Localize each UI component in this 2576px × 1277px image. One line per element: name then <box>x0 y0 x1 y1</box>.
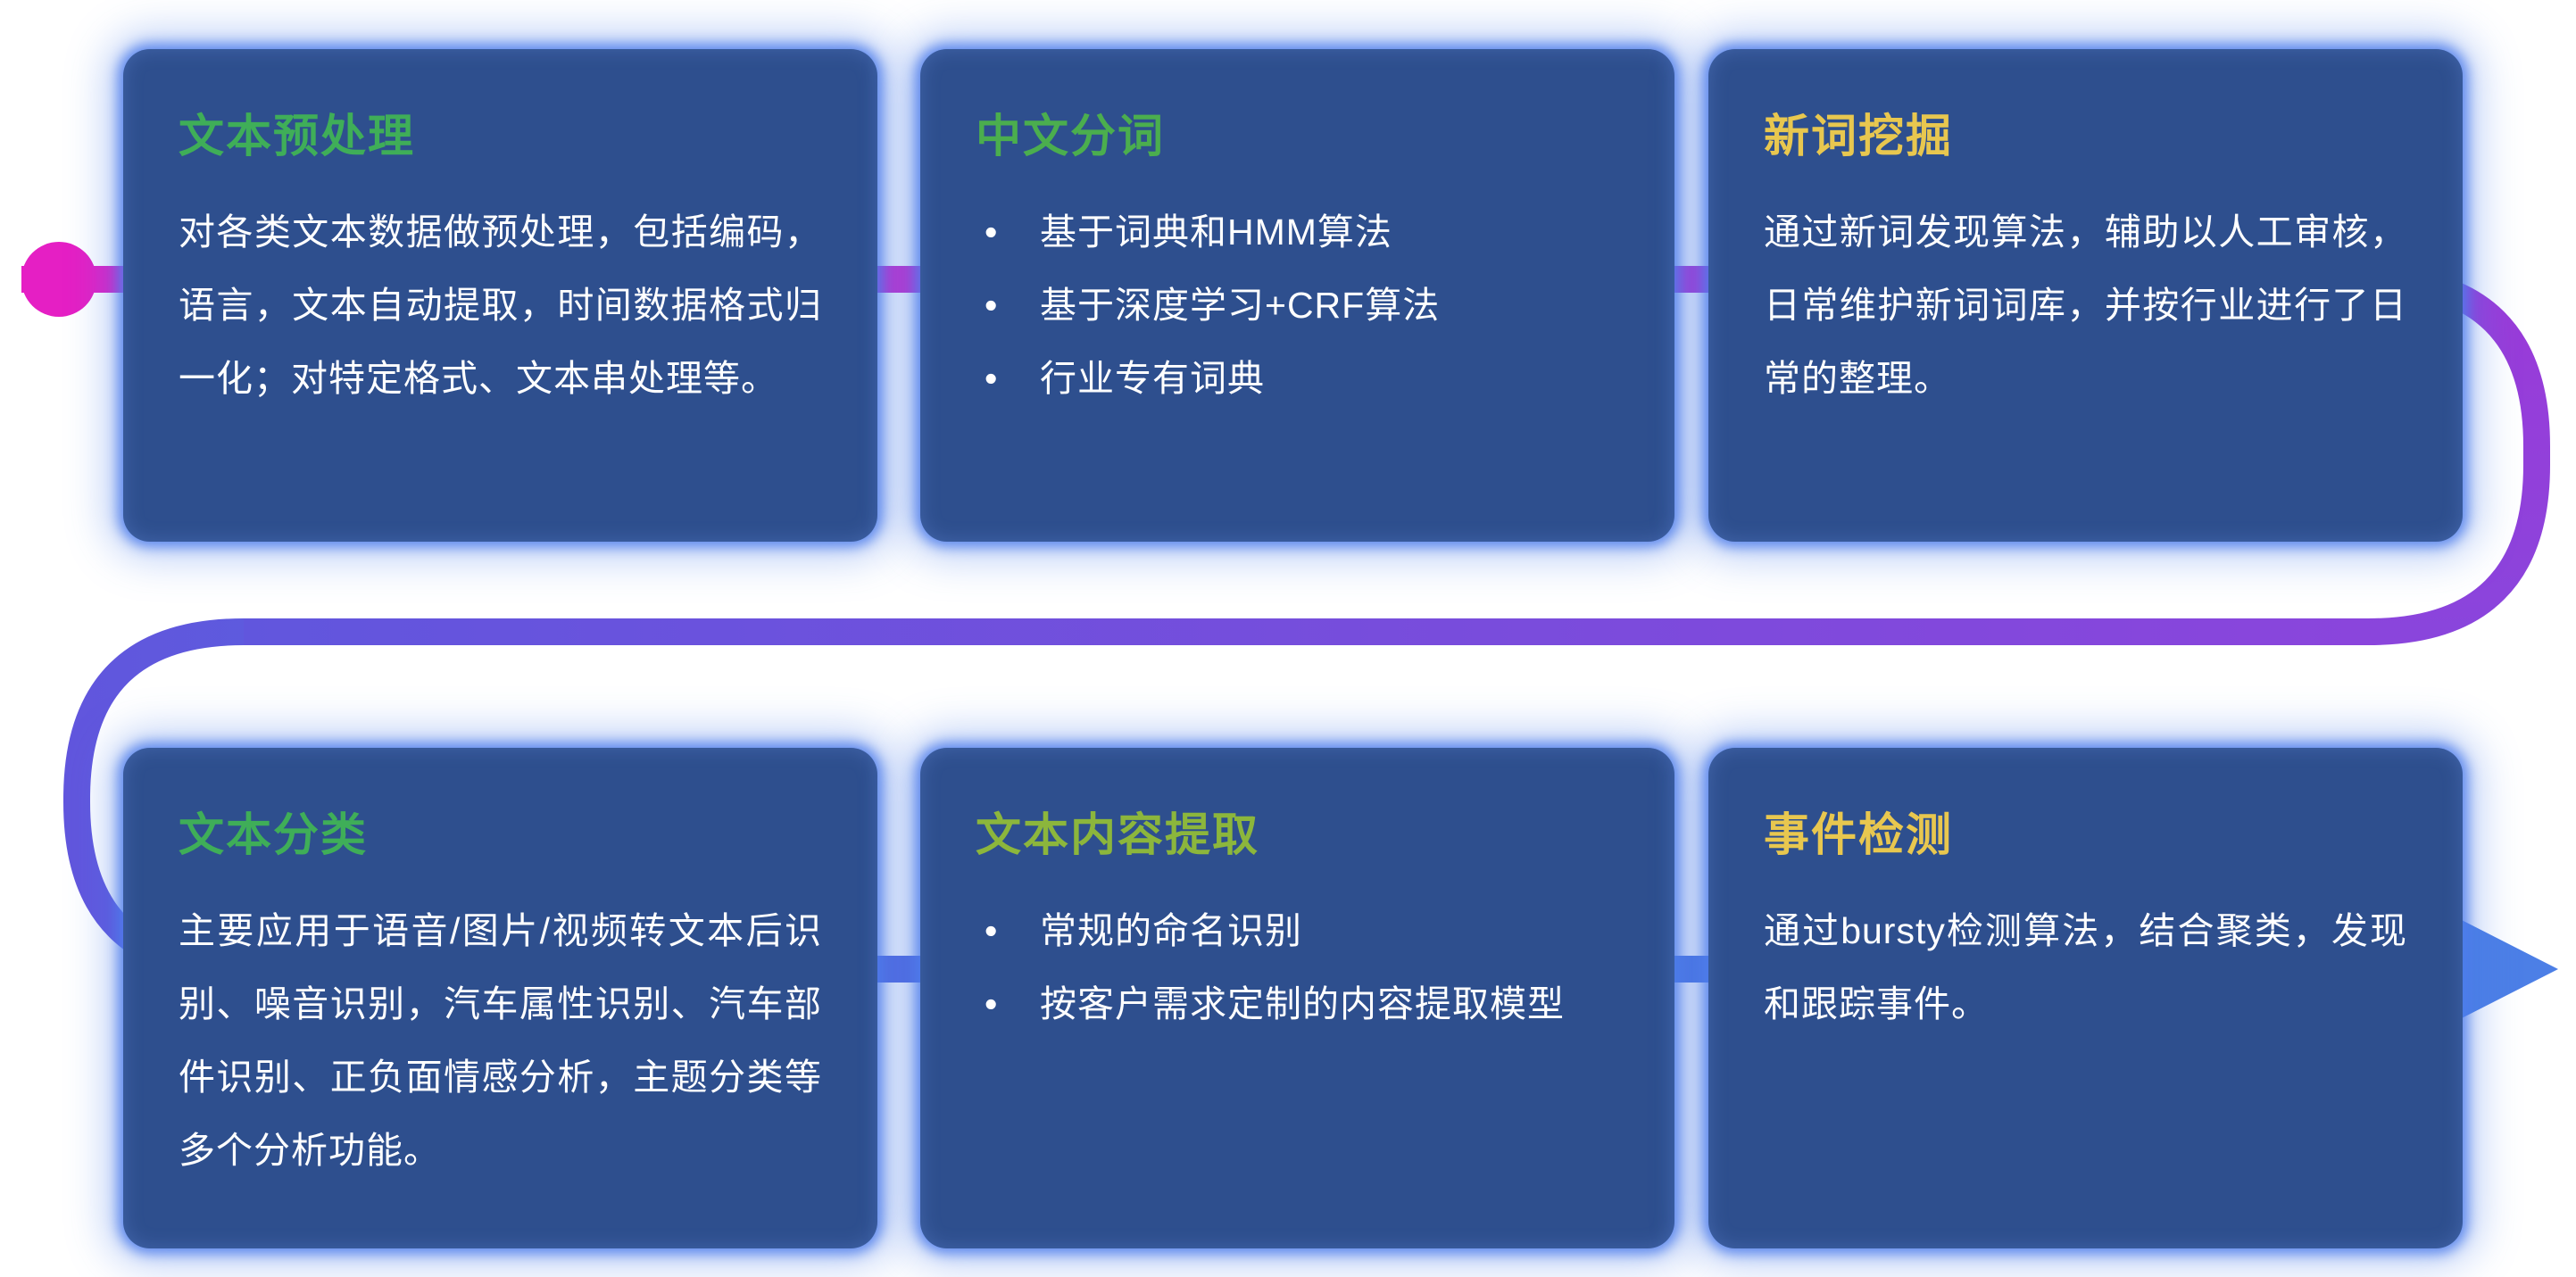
card-body: 通过新词发现算法，辅助以人工审核，日常维护新词词库，并按行业进行了日常的整理。 <box>1764 211 2407 399</box>
bullet-dot: • <box>985 358 999 399</box>
bullet-item: • 常规的命名识别 <box>976 894 1619 967</box>
bullet-item: • 基于深度学习+CRF算法 <box>976 269 1619 342</box>
bullet-text: 基于深度学习+CRF算法 <box>1040 285 1441 326</box>
bullet-dot: • <box>985 211 999 253</box>
bullet-list: • 常规的命名识别 • 按客户需求定制的内容提取模型 <box>976 894 1619 1041</box>
bullet-text: 基于词典和HMM算法 <box>1040 211 1392 253</box>
card-title: 新词挖掘 <box>1764 111 1954 162</box>
bullet-dot: • <box>985 285 999 326</box>
card-title: 文本分类 <box>179 809 369 860</box>
flow-end-arrow-icon <box>2456 917 2558 1021</box>
card-title: 中文分词 <box>976 111 1166 162</box>
card-text-preprocessing: 文本预处理 对各类文本数据做预处理，包括编码，语言，文本自动提取，时间数据格式归… <box>123 49 877 542</box>
card-text-classification: 文本分类 主要应用于语音/图片/视频转文本后识别、噪音识别，汽车属性识别、汽车部… <box>123 748 877 1248</box>
bullet-dot: • <box>985 910 999 951</box>
bullet-item: • 行业专有词典 <box>976 342 1619 415</box>
card-event-detection: 事件检测 通过bursty检测算法，结合聚类，发现和跟踪事件。 <box>1708 748 2463 1248</box>
card-body: 通过bursty检测算法，结合聚类，发现和跟踪事件。 <box>1764 910 2407 1024</box>
bullet-item: • 按客户需求定制的内容提取模型 <box>976 967 1619 1041</box>
card-chinese-word-segmentation: 中文分词 • 基于词典和HMM算法 • 基于深度学习+CRF算法 • 行业专有词… <box>920 49 1674 542</box>
card-new-word-mining: 新词挖掘 通过新词发现算法，辅助以人工审核，日常维护新词词库，并按行业进行了日常… <box>1708 49 2463 542</box>
flow-start-dot <box>21 242 96 317</box>
bullet-text: 常规的命名识别 <box>1040 910 1302 951</box>
card-body: 对各类文本数据做预处理，包括编码，语言，文本自动提取，时间数据格式归一化；对特定… <box>179 211 822 399</box>
bullet-text: 行业专有词典 <box>1040 358 1265 399</box>
bullet-item: • 基于词典和HMM算法 <box>976 195 1619 269</box>
bullet-text: 按客户需求定制的内容提取模型 <box>1040 983 1565 1024</box>
card-text-content-extraction: 文本内容提取 • 常规的命名识别 • 按客户需求定制的内容提取模型 <box>920 748 1674 1248</box>
card-title: 文本内容提取 <box>976 809 1260 860</box>
bullet-dot: • <box>985 983 999 1024</box>
card-title: 文本预处理 <box>179 111 416 162</box>
card-title: 事件检测 <box>1764 809 1954 860</box>
card-body: 主要应用于语音/图片/视频转文本后识别、噪音识别，汽车属性识别、汽车部件识别、正… <box>179 910 822 1171</box>
bullet-list: • 基于词典和HMM算法 • 基于深度学习+CRF算法 • 行业专有词典 <box>976 195 1619 415</box>
